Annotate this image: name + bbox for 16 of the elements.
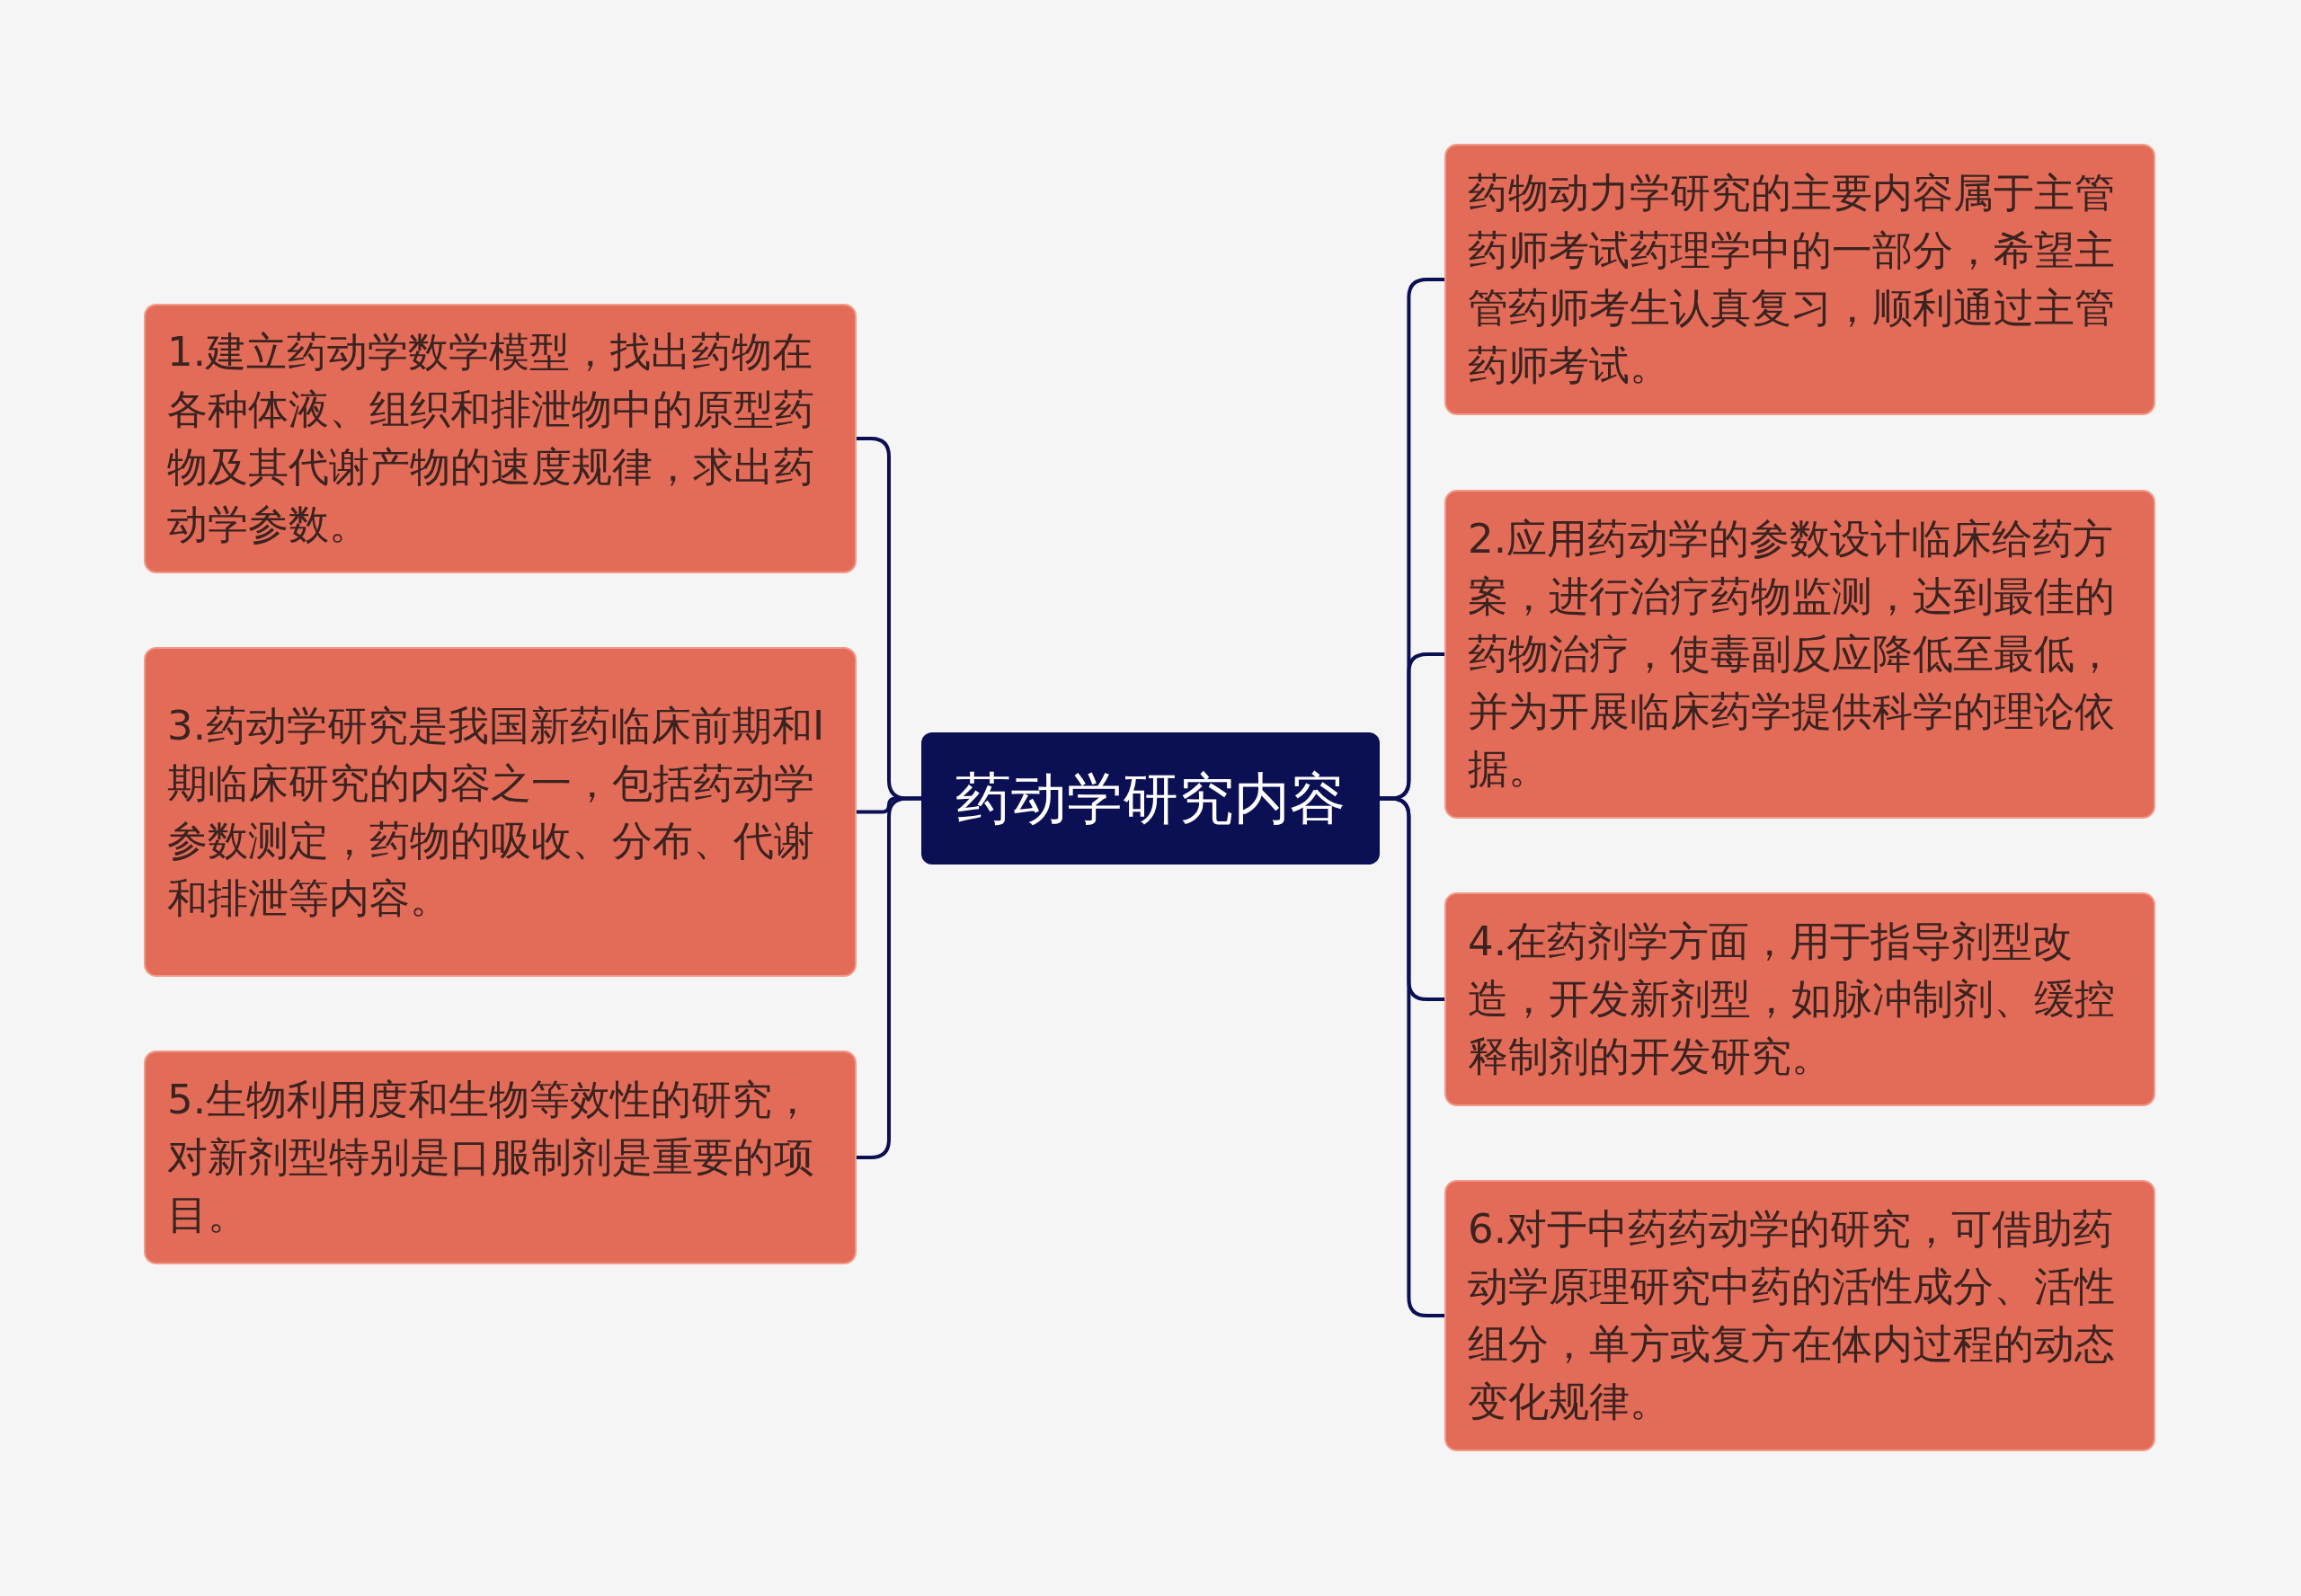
topic-text: 5.生物利用度和生物等效性的研究，对新剂型特别是口服制剂是重要的项目。	[167, 1075, 815, 1240]
topic-text: 1.建立药动学数学模型，找出药物在各种体液、组织和排泄物中的原型药物及其代谢产物的速度规律，求出药动学参数。	[167, 327, 815, 550]
topic-text: 药物动力学研究的主要内容属于主管药师考试药理学中的一部分，希望主管药师考生认真复习，顺利通过主管药师考试。	[1468, 168, 2116, 391]
topic-box	[1444, 490, 2155, 819]
topic-box	[1444, 892, 2155, 1106]
topic-box	[144, 304, 857, 573]
topic-box	[1444, 1180, 2155, 1451]
topic-text: 3.药动学研究是我国新药临床前期和Ⅰ期临床研究的内容之一，包括药动学参数测定，药物的吸收、分布、代谢和排泄等内容。	[167, 700, 826, 924]
central-topic-box	[921, 732, 1380, 864]
topic-text: 4.在药剂学方面，用于指导剂型改造，开发新剂型，如脉冲制剂、缓控释制剂的开发研究。	[1468, 917, 2116, 1082]
topic-text: 6.对于中药药动学的研究，可借助药动学原理研究中药的活性成分、活性组分，单方或复方在体内过程的动态变化规律。	[1468, 1204, 2116, 1427]
topic-box	[1444, 144, 2155, 415]
topic-box	[144, 647, 857, 977]
topic-box	[144, 1051, 857, 1264]
topic-title: 药动学研究内容	[955, 764, 1346, 833]
topic-text: 2.应用药动学的参数设计临床给药方案，进行治疗药物监测，达到最佳的药物治疗，使毒副反应降低至最低，并为开展临床药学提供科学的理论依据。	[1468, 514, 2116, 794]
